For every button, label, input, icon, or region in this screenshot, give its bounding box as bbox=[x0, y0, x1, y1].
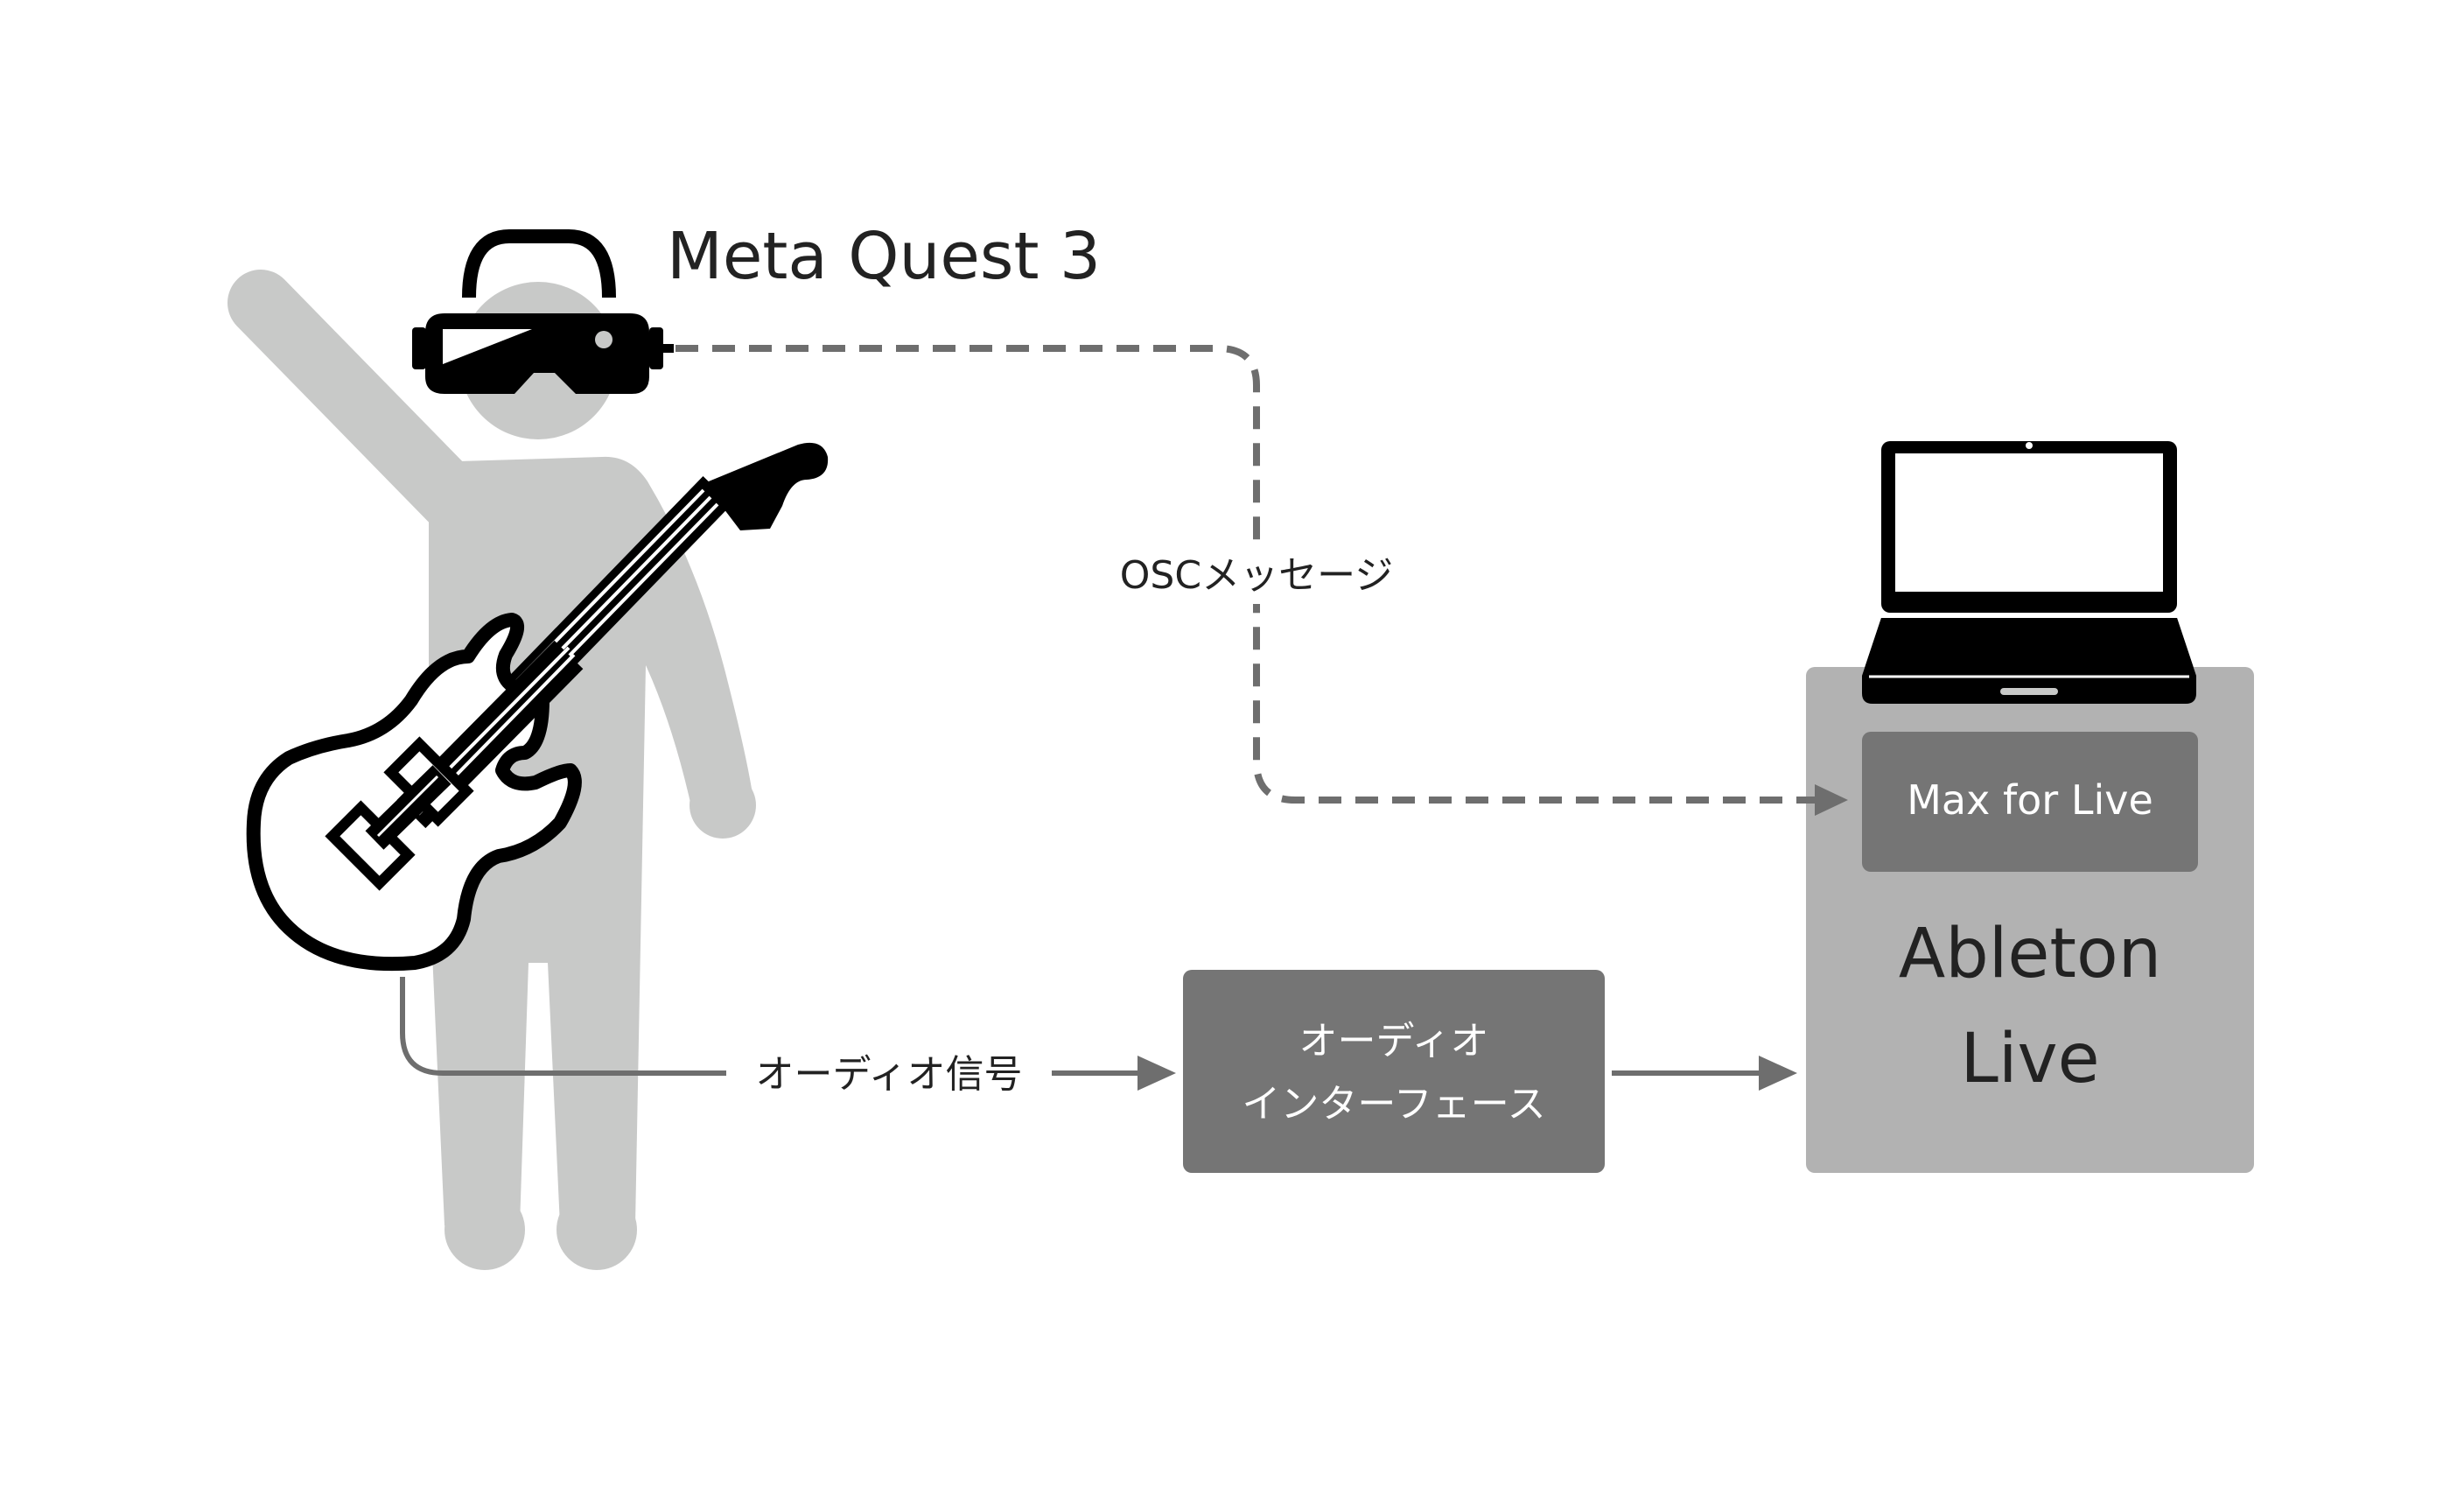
max-for-live-label: Max for Live bbox=[1907, 776, 2153, 824]
max-for-live-box: Max for Live bbox=[1862, 732, 2198, 872]
interface-to-ableton-arrowhead bbox=[1759, 1056, 1797, 1091]
audio-arrowhead bbox=[1138, 1056, 1176, 1091]
audio-interface-box: オーディオ インターフェース bbox=[1183, 970, 1605, 1173]
vr-headset-icon bbox=[412, 229, 674, 394]
osc-label-bg bbox=[1102, 543, 1410, 604]
guitar-icon bbox=[246, 442, 829, 972]
laptop-base-icon bbox=[1862, 618, 2196, 704]
osc-label: OSCメッセージ bbox=[1120, 553, 1393, 598]
audio-interface-label-line1: オーディオ bbox=[1299, 1019, 1489, 1063]
osc-arrowhead bbox=[1815, 784, 1848, 816]
audio-interface-label-line2: インターフェース bbox=[1242, 1082, 1545, 1127]
headset-label: Meta Quest 3 bbox=[667, 219, 1101, 294]
audio-signal-label: オーディオ信号 bbox=[756, 1052, 1023, 1097]
ableton-live-label-line2: Live bbox=[1960, 1020, 2099, 1098]
ableton-live-label-line1: Ableton bbox=[1899, 915, 2161, 993]
audio-connector bbox=[400, 977, 1139, 1076]
